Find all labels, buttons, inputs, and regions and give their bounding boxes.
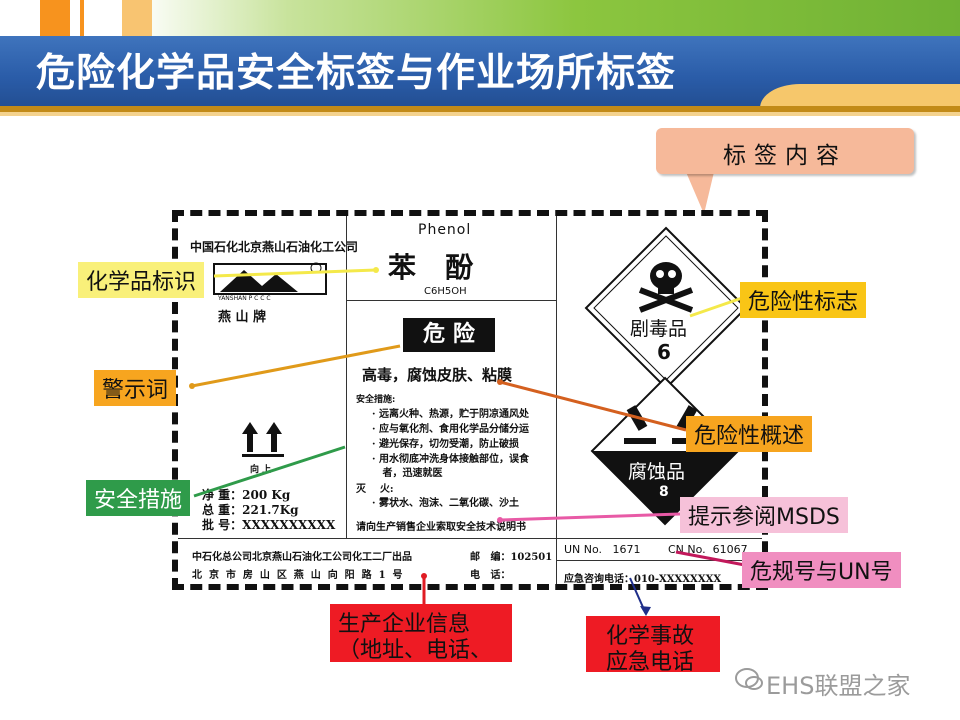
safety-item: · 避光保存，切勿受潮，防止破损 xyxy=(372,439,519,450)
corrosive-label: 腐蚀品 xyxy=(628,461,686,483)
tag-hazard-sign: 危险性标志 xyxy=(740,282,867,318)
corrosive-class: 8 xyxy=(659,484,669,500)
toxic-label: 剧毒品 xyxy=(630,318,688,340)
header-white-block xyxy=(80,0,114,36)
tag-manufacturer-box xyxy=(330,604,512,662)
header-orange-block xyxy=(40,0,70,36)
msds-note: 请向生产销售企业索取安全技术说明书 xyxy=(356,522,526,533)
english-name: Phenol xyxy=(418,222,472,238)
safety-item: · 远离火种、热源，贮于阴凉通风处 xyxy=(372,409,529,420)
batch-number: 批 号：XXXXXXXXXX xyxy=(202,518,336,532)
emergency-phone: 应急咨询电话：010-XXXXXXXX xyxy=(564,574,722,585)
header-light-orange-block xyxy=(122,0,152,36)
tag-warning-word: 警示词 xyxy=(94,370,177,406)
title-underline-light xyxy=(0,112,960,116)
divider-bottom xyxy=(178,538,762,539)
cn-number: CN No. 61067 xyxy=(668,543,748,556)
header-top-strip xyxy=(0,0,960,36)
un-number: UN No. 1671 xyxy=(564,543,641,556)
title-underline xyxy=(0,106,960,112)
tag-emergency-box xyxy=(586,616,720,672)
divider-left xyxy=(346,216,347,538)
wechat-icon xyxy=(735,668,763,690)
tag-un-number: 危规号与UN号 xyxy=(742,552,901,588)
callout-text: 标签内容 xyxy=(723,143,847,169)
gross-weight: 总 重：221.7Kg xyxy=(202,503,299,517)
brand-name: 燕 山 牌 xyxy=(218,310,267,325)
watermark: EHS联盟之家 xyxy=(766,672,911,700)
divider-right xyxy=(556,216,557,584)
toxic-class: 6 xyxy=(657,340,671,364)
safety-item: · 用水彻底冲洗身体接触部位，误食 xyxy=(372,454,529,465)
divider-un xyxy=(556,560,762,561)
safety-heading: 安全措施: xyxy=(356,395,396,405)
tag-chemical-id: 化学品标识 xyxy=(78,262,205,298)
manufacturer-line-1: 中石化总公司北京燕山石油化工公司化工二厂出品 xyxy=(192,552,412,563)
toxic-diamond-icon xyxy=(584,226,748,390)
signal-word: 危 险 xyxy=(403,318,495,352)
tag-hazard-overview: 危险性概述 xyxy=(686,416,813,452)
up-arrows-icon xyxy=(242,422,284,457)
tag-emergency-line-1: 化学事故 xyxy=(606,624,695,649)
company-name: 中国石化北京燕山石油化工公司 xyxy=(190,240,359,254)
safety-item: 者，迅速就医 xyxy=(372,468,443,479)
callout-pointer xyxy=(686,172,714,214)
tag-safety-measures: 安全措施 xyxy=(86,480,191,516)
postcode: 邮 编：102501 xyxy=(470,552,553,563)
tag-manufacturer-line-2: （地址、电话、 xyxy=(338,638,493,663)
safety-item: · 应与氧化剂、食用化学品分储分运 xyxy=(372,424,529,435)
callout-bubble xyxy=(656,128,914,174)
hazard-summary: 高毒，腐蚀皮肤、粘膜 xyxy=(362,366,513,384)
net-weight: 净 重：200 Kg xyxy=(202,488,291,502)
divider-name xyxy=(346,300,556,301)
chemical-formula: C6H5OH xyxy=(424,286,467,297)
up-label: 向 上 xyxy=(250,465,272,475)
tag-manufacturer-line-1: 生产企业信息 xyxy=(338,612,471,637)
chinese-name: 苯 酚 xyxy=(388,251,474,284)
title-bar-accent xyxy=(760,84,960,108)
tag-emergency-line-2: 应急电话 xyxy=(606,650,695,675)
tag-msds: 提示参阅MSDS xyxy=(680,497,848,533)
logo-text: YANSHAN P C C C xyxy=(218,295,271,302)
fire-heading: 灭 火: xyxy=(356,484,394,495)
manufacturer-line-2: 北 京 市 房 山 区 燕 山 向 阳 路 1 号 xyxy=(192,570,403,581)
fire-item: · 雾状水、泡沫、二氧化碳、沙土 xyxy=(372,498,519,509)
phone: 电 话： xyxy=(470,570,511,581)
page-title: 危险化学品安全标签与作业场所标签 xyxy=(36,51,677,96)
